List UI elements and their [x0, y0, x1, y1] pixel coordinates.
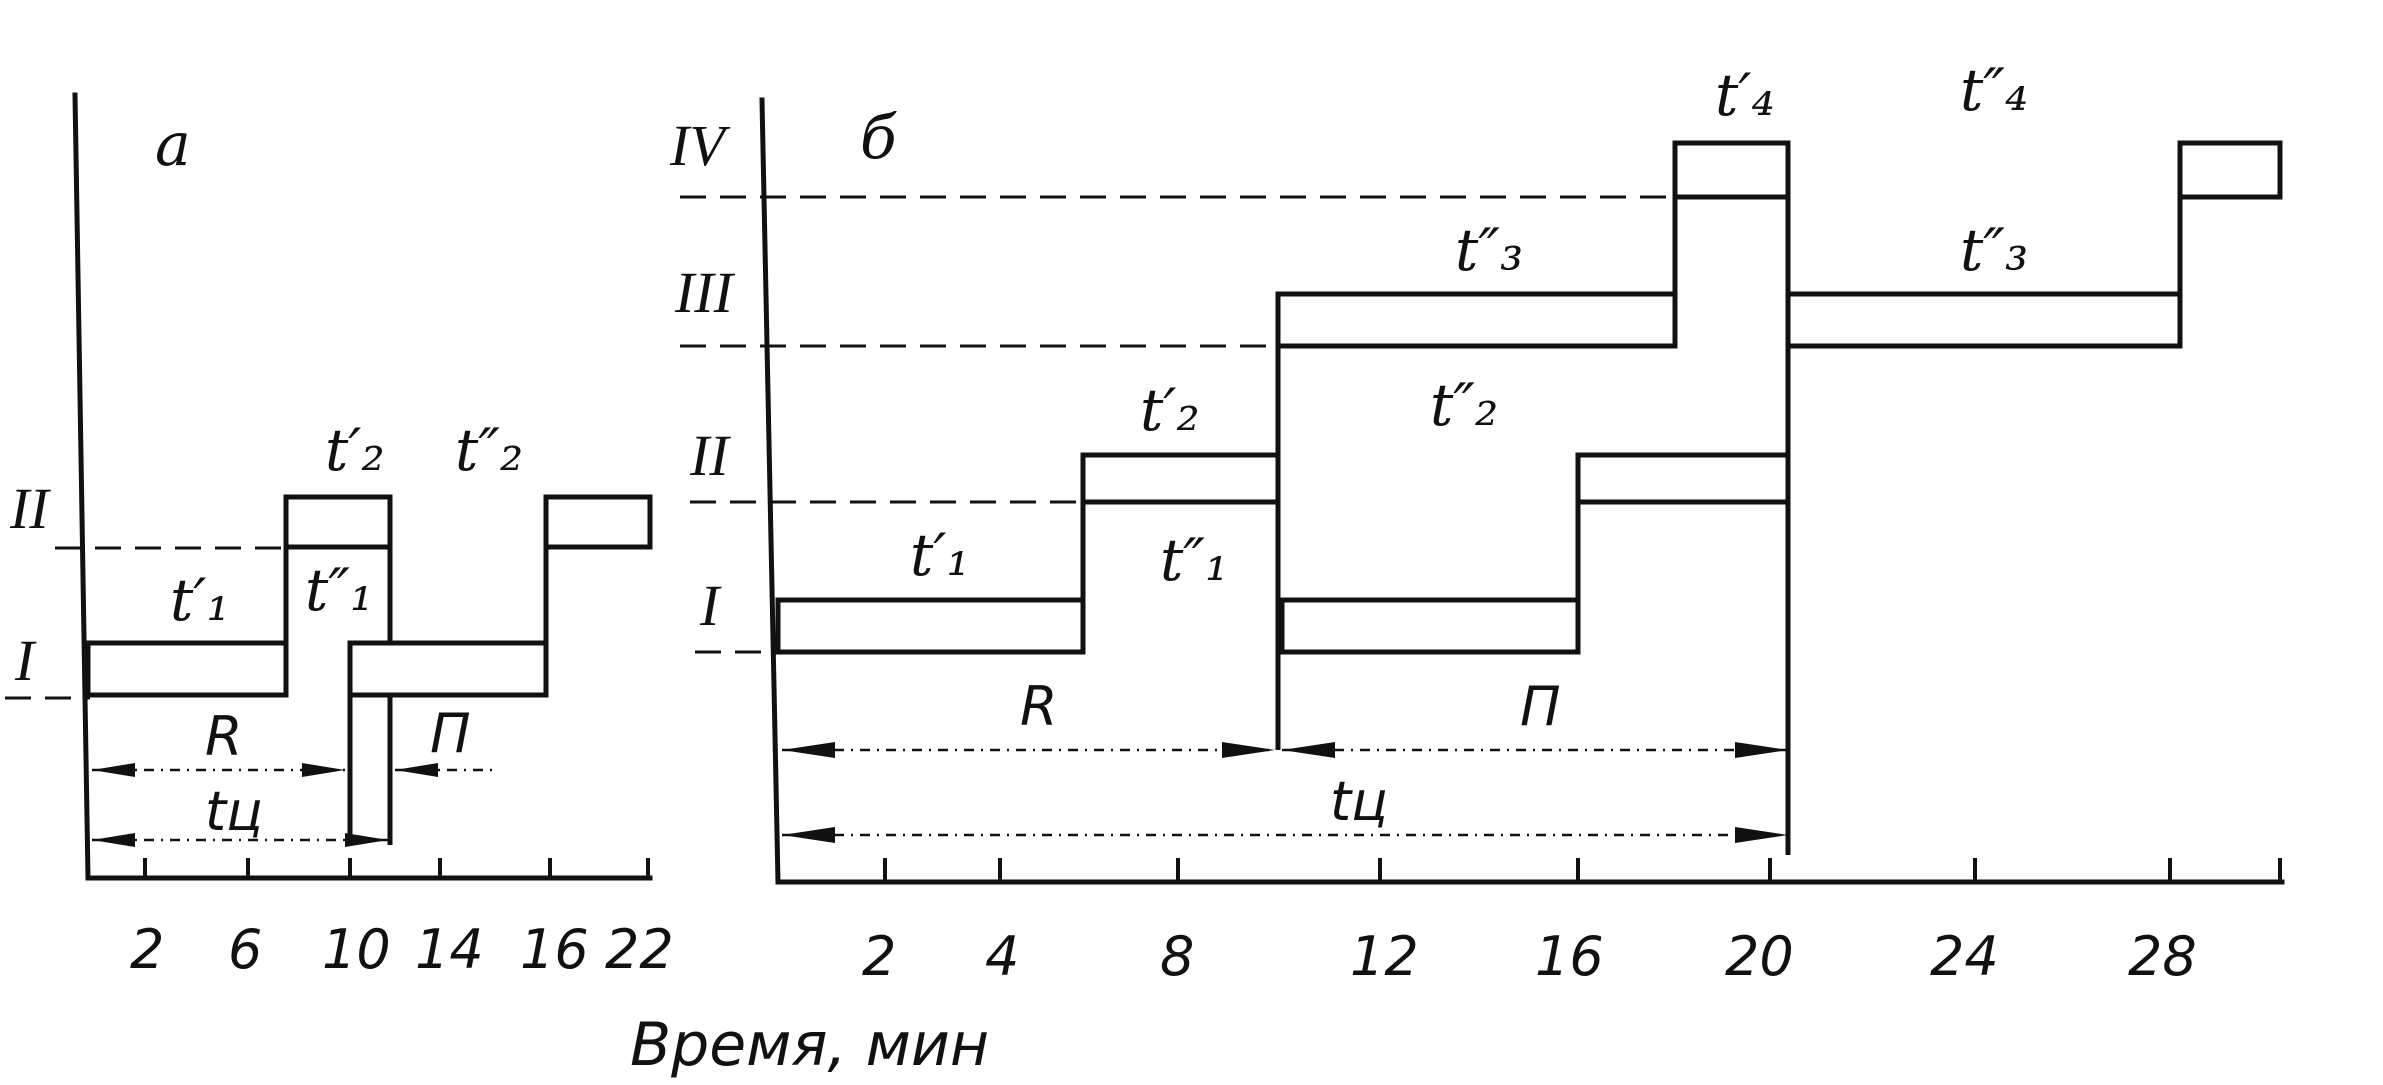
panel-b-arrowhead	[1222, 742, 1275, 758]
panel-a-bar	[85, 640, 289, 698]
panel-b-tick-label: 2	[862, 925, 896, 988]
panel-a-label: а	[155, 110, 191, 180]
panel-a-bar-label: t′₁	[170, 566, 230, 634]
panel-b-bar-label: t′₂	[1140, 376, 1200, 444]
panel-b-bar	[1279, 597, 1581, 655]
panel-b-tick-label: 28	[2128, 925, 2197, 988]
panel-b-tick-label: 8	[1160, 925, 1194, 988]
panel-b-arrowhead	[782, 742, 835, 758]
panel-b-tick-label: 16	[1535, 925, 1604, 988]
panel-b-level-label: III	[674, 260, 736, 325]
panel-b-dim-label: tц	[1330, 770, 1388, 833]
panel-b-bar-label: t′₄	[1715, 61, 1775, 129]
panel-b-bar	[1575, 452, 1791, 505]
panel-b-bar-label: t″₃	[1960, 216, 2028, 284]
panel-b-bar	[1785, 291, 2183, 349]
panel-a-tick-label: 10	[322, 918, 391, 981]
panel-b-bar	[2177, 140, 2283, 200]
panel-a-dim-label: П	[430, 702, 471, 765]
panel-a-tick-label: 14	[415, 918, 484, 981]
panel-a: 2 6 10 14 16 22 а II I t′₁ t′₂ t″₁ t″₂	[5, 92, 674, 981]
panel-b-bar	[1275, 291, 1678, 349]
panel-b-level-label: IV	[669, 113, 731, 178]
panel-b: 2 4 8 12 16 20 24 28 б IV III II I	[669, 56, 2285, 988]
panel-a-bar-label: t′₂	[325, 416, 385, 484]
panel-b-arrowhead	[1735, 827, 1788, 843]
panel-a-arrowhead	[92, 833, 135, 847]
panel-a-tick-label: 2	[130, 918, 164, 981]
panel-b-dim-label: П	[1520, 675, 1561, 738]
panel-a-bar-label: t″₁	[305, 556, 373, 624]
panel-b-arrowhead	[1735, 742, 1788, 758]
panel-b-bar	[1080, 452, 1281, 505]
panel-a-tick-label: 16	[520, 918, 589, 981]
panel-a-tick-label: 22	[605, 918, 674, 981]
panel-b-arrowhead	[782, 827, 835, 843]
panel-b-ticks	[883, 858, 2282, 882]
panel-b-tick-label: 24	[1930, 925, 1999, 988]
panel-a-bar	[543, 494, 653, 550]
panel-b-bar	[1672, 140, 1791, 200]
panel-a-arrowhead	[345, 833, 388, 847]
panel-b-dim-label: R	[1020, 675, 1058, 738]
panel-a-ticks	[143, 858, 650, 878]
panel-a-dim-label: R	[205, 705, 243, 768]
panel-b-bar-label: t′₁	[910, 521, 970, 589]
panel-a-level-label: II	[9, 476, 51, 541]
panel-b-bar-label: t″₄	[1960, 56, 2028, 124]
panel-a-level-label: I	[14, 628, 37, 693]
panel-b-tick-label: 4	[985, 925, 1019, 988]
panel-a-tick-label: 6	[228, 918, 262, 981]
panel-a-bar	[347, 640, 549, 698]
panel-a-y-axis	[72, 92, 91, 881]
panel-b-label: б	[860, 103, 897, 173]
panel-b-level-label: I	[699, 573, 722, 638]
panel-b-tick-label: 12	[1350, 925, 1419, 988]
panel-b-bar	[775, 597, 1086, 655]
panel-b-bar-label: t″₃	[1455, 216, 1523, 284]
panel-b-tick-label: 20	[1725, 925, 1794, 988]
panel-b-arrowhead	[1282, 742, 1335, 758]
panel-a-arrowhead	[395, 763, 438, 777]
panel-b-bar-label: t″₁	[1160, 526, 1228, 594]
panel-a-dim-label: tц	[205, 780, 263, 843]
panel-a-bar	[283, 494, 393, 550]
x-axis-title: Время, мин	[630, 1010, 989, 1080]
panel-b-bar-label: t″₂	[1430, 371, 1498, 439]
panel-b-y-axis	[759, 97, 781, 885]
panel-a-bar-label: t″₂	[455, 416, 523, 484]
panel-a-arrowhead	[302, 763, 345, 777]
panel-a-arrowhead	[92, 763, 135, 777]
panel-b-level-label: II	[689, 423, 731, 488]
